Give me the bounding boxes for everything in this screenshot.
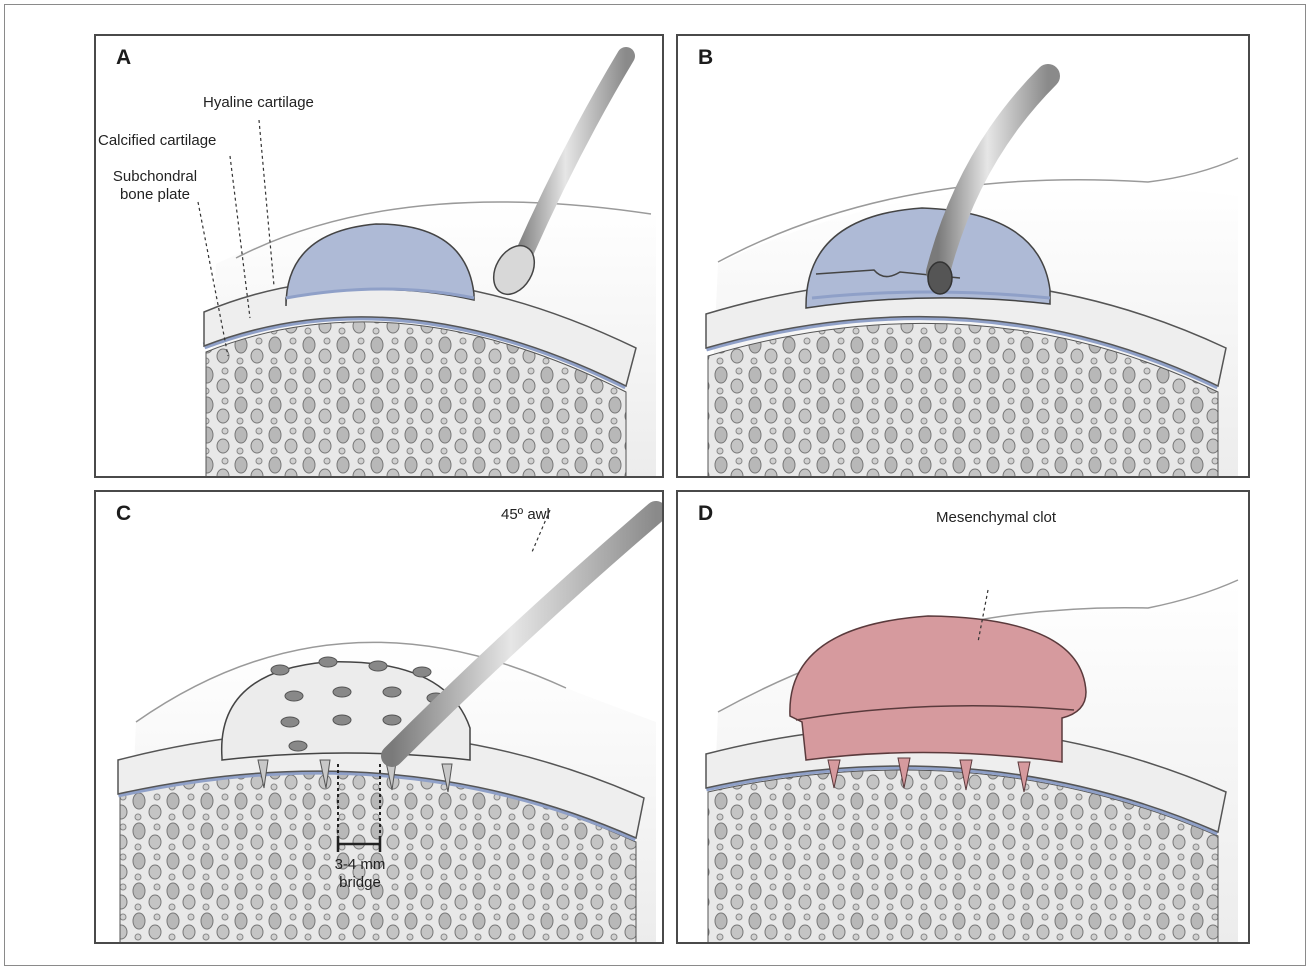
panel-a: A Hyaline cartilage Calcified cartilage … bbox=[94, 34, 664, 478]
awl-label: 45º awl bbox=[501, 506, 550, 524]
calcified-cartilage-label: Calcified cartilage bbox=[98, 132, 216, 150]
bridge-label-line1: 3-4 mm bbox=[318, 856, 402, 874]
panel-letter: D bbox=[698, 502, 713, 526]
subchondral-bone-plate-label: Subchondral bone plate bbox=[100, 168, 210, 204]
panel-a-illustration bbox=[96, 36, 664, 478]
subchondral-label-line1: Subchondral bbox=[100, 168, 210, 186]
panel-letter: C bbox=[116, 502, 131, 526]
bridge-label-line2: bridge bbox=[318, 874, 402, 892]
panel-b-illustration bbox=[678, 36, 1250, 478]
hyaline-cartilage-label: Hyaline cartilage bbox=[203, 94, 314, 112]
mesenchymal-clot-label: Mesenchymal clot bbox=[936, 509, 1056, 527]
bridge-label: 3-4 mm bridge bbox=[318, 856, 402, 892]
subchondral-label-line2: bone plate bbox=[100, 186, 210, 204]
panel-c: C 45º awl 3-4 mm bridge bbox=[94, 490, 664, 944]
panel-d: D Mesenchymal clot bbox=[676, 490, 1250, 944]
panel-b: B bbox=[676, 34, 1250, 478]
panel-d-illustration bbox=[678, 492, 1250, 944]
panel-letter: A bbox=[116, 46, 131, 70]
panel-letter: B bbox=[698, 46, 713, 70]
